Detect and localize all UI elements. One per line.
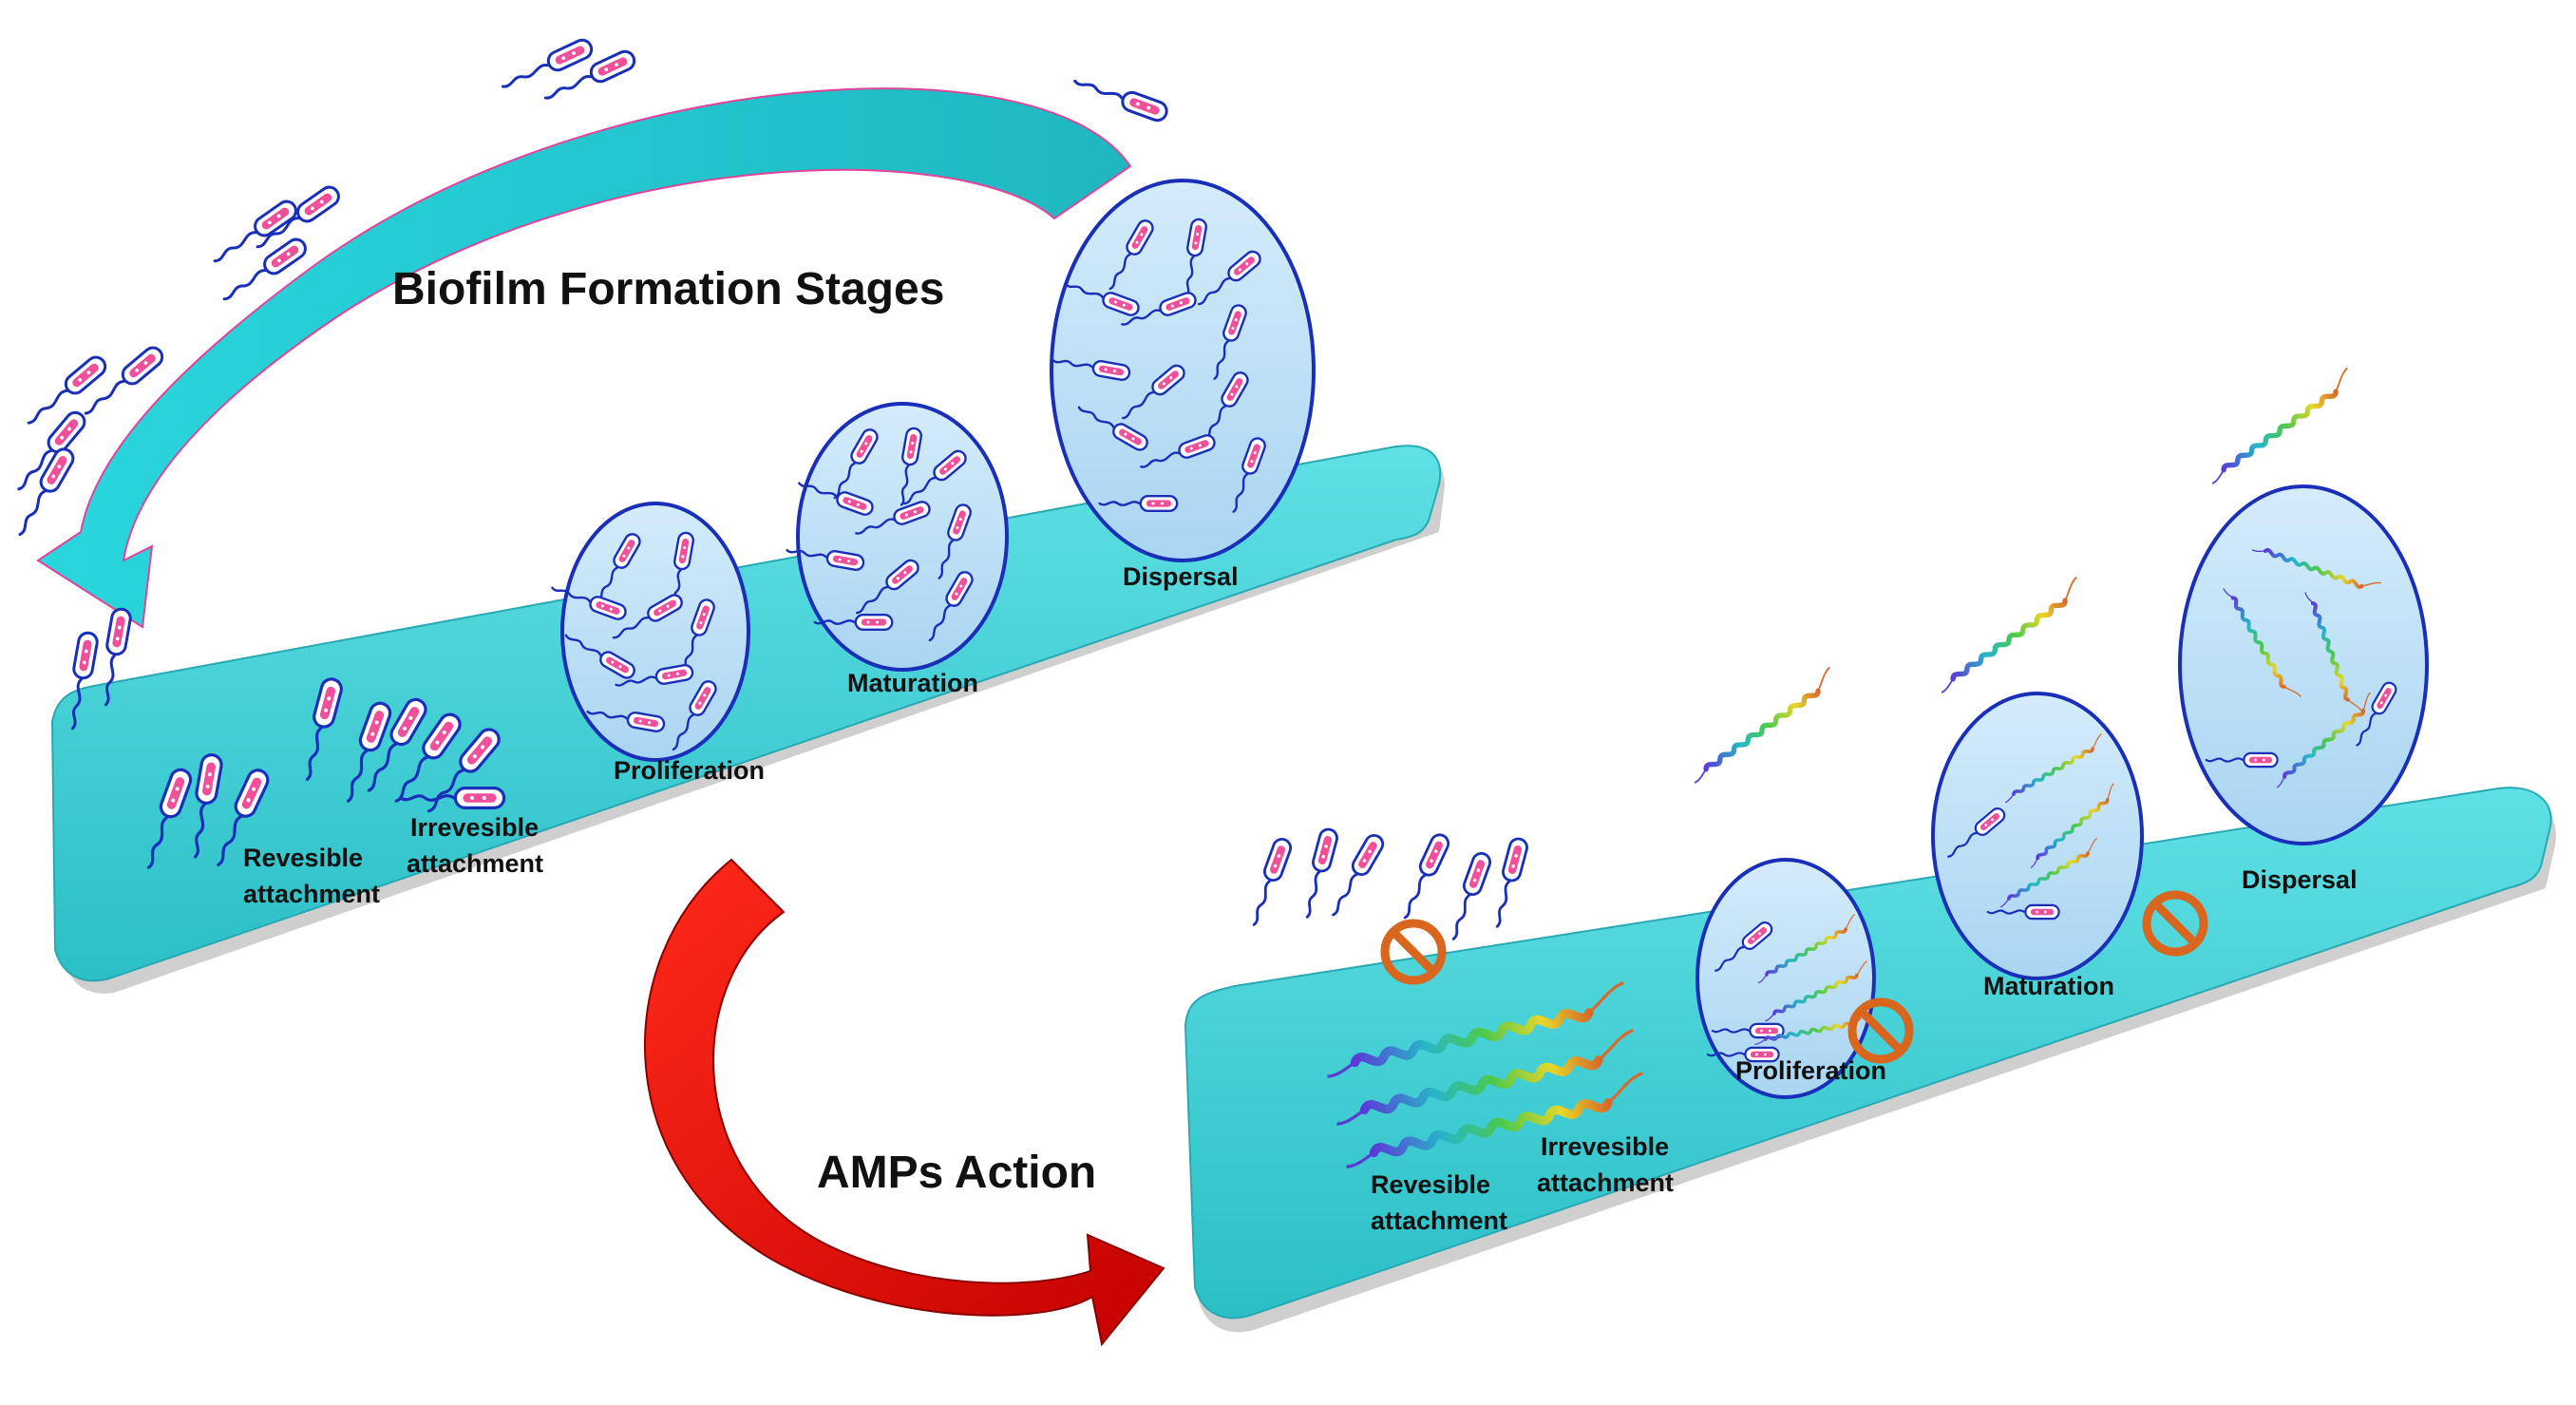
bacterium-icon <box>10 444 78 541</box>
peptide-helix-icon <box>1685 668 1840 784</box>
bubble-proliferation <box>548 502 750 762</box>
label-irreversible-attachment-amp-line1: Irrevesible <box>1541 1132 1669 1161</box>
label-dispersal-amp: Dispersal <box>2242 865 2358 894</box>
title-biofilm-formation-stages: Biofilm Formation Stages <box>392 264 944 314</box>
surface-platform-top <box>50 445 1445 994</box>
label-reversible-attachment-line1: Revesible <box>243 844 363 872</box>
label-proliferation: Proliferation <box>614 756 765 785</box>
label-maturation-amp: Maturation <box>1983 972 2114 1000</box>
label-reversible-attachment-amp-line1: Revesible <box>1371 1170 1490 1199</box>
label-irreversible-attachment-amp-line2: attachment <box>1537 1168 1674 1197</box>
bacterium-icon <box>1487 835 1530 931</box>
label-irreversible-attachment-line2: attachment <box>407 849 543 878</box>
bacterium-icon <box>1244 835 1295 929</box>
bacterium-icon <box>497 35 597 97</box>
peptide-helix-icon <box>1932 578 2087 693</box>
label-maturation: Maturation <box>847 669 978 697</box>
bubble-dispersal-amp <box>2178 484 2429 845</box>
label-proliferation-amp: Proliferation <box>1735 1056 1886 1085</box>
curved-arrow-red <box>644 858 1165 1347</box>
bubble-dispersal <box>1050 179 1316 562</box>
bacterium-icon <box>1444 849 1494 943</box>
bubble-maturation <box>784 402 1009 672</box>
label-reversible-attachment-line2: attachment <box>243 880 380 908</box>
bubble-maturation-amp <box>1931 692 2144 980</box>
bacterium-icon <box>1070 70 1171 124</box>
peptide-helix-icon <box>2203 369 2358 484</box>
bottom-panel: Revesible attachment Irrevesible attachm… <box>1184 369 2556 1333</box>
label-reversible-attachment-amp-line2: attachment <box>1371 1206 1507 1235</box>
amps-action-transition: AMPs Action <box>644 858 1165 1347</box>
bubble-proliferation-amp <box>1695 858 1876 1099</box>
label-irreversible-attachment-line1: Irrevesible <box>410 813 539 842</box>
label-dispersal: Dispersal <box>1123 562 1239 591</box>
label-amps-action: AMPs Action <box>817 1148 1096 1198</box>
bacterium-icon <box>1297 826 1340 921</box>
top-panel: Biofilm Formation Stages Revesible attac… <box>9 35 1445 994</box>
curved-arrow-top <box>36 87 1132 629</box>
bacterium-icon <box>1395 830 1453 923</box>
